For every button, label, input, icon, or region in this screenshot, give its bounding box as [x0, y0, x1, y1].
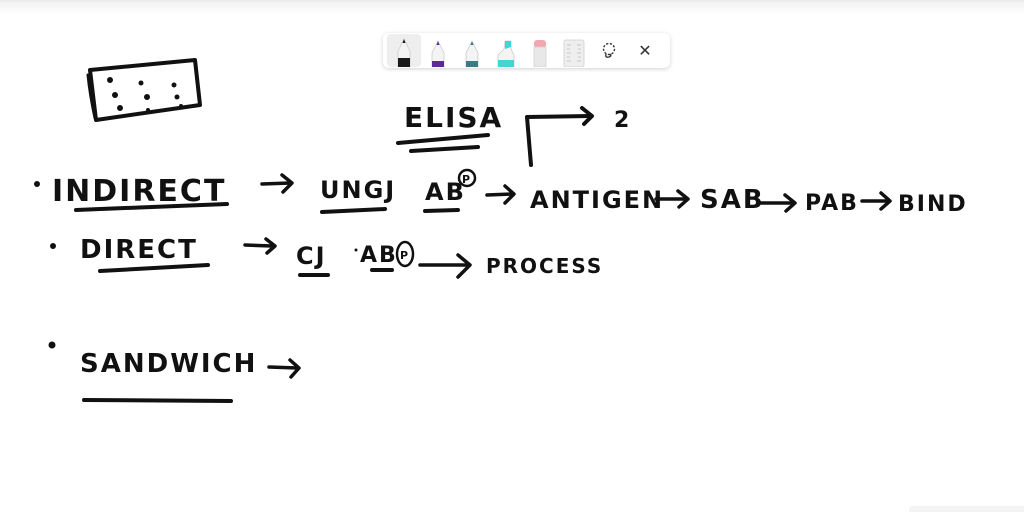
highlighter-tool[interactable] [489, 34, 523, 67]
row-sandwich: SANDWICH [48, 341, 301, 403]
pen-icon [397, 38, 411, 67]
ink-toolbar: ✕ [383, 33, 670, 68]
teal-pen-tool[interactable] [455, 34, 489, 67]
microplate-sketch [86, 58, 202, 122]
svg-text:ANTIGEN: ANTIGEN [530, 186, 664, 214]
lasso-select-button[interactable] [591, 34, 627, 67]
svg-text:INDIRECT: INDIRECT [52, 174, 226, 209]
bullet-icon [34, 181, 40, 187]
bottom-edge-tab [909, 506, 1024, 512]
svg-text:P: P [462, 173, 472, 186]
close-icon: ✕ [638, 42, 652, 60]
svg-text:CJ: CJ [296, 242, 327, 270]
svg-text:PROCESS: PROCESS [486, 254, 603, 278]
pen-icon [465, 40, 479, 67]
branch-arrow: 2 [525, 106, 631, 167]
ruler-icon [563, 39, 585, 67]
eraser-tool[interactable] [523, 34, 557, 67]
svg-text:AB: AB [360, 243, 398, 268]
svg-text:ELISA: ELISA [404, 101, 503, 134]
svg-text:PAB: PAB [805, 191, 859, 216]
svg-text:SANDWICH: SANDWICH [80, 349, 257, 379]
svg-text:P: P [400, 249, 410, 262]
black-pen-tool[interactable] [387, 34, 421, 67]
svg-text:2: 2 [614, 108, 631, 133]
window-top-shadow [0, 4, 1024, 14]
bullet-icon [50, 243, 56, 249]
eraser-icon [533, 40, 547, 67]
highlighter-icon [497, 40, 515, 67]
bullet-icon [48, 341, 56, 349]
svg-text:AB: AB [425, 178, 466, 206]
row-direct: DIRECT CJ AB P PROCESS [50, 235, 603, 279]
svg-text:BIND: BIND [898, 192, 968, 217]
ruler-tool[interactable] [557, 34, 591, 67]
close-toolbar-button[interactable]: ✕ [627, 34, 663, 67]
row-indirect: INDIRECT UNGJ AB P ANTIGEN SAB PAB BIND [34, 168, 968, 217]
svg-text:DIRECT: DIRECT [80, 235, 198, 265]
page-title: ELISA [396, 101, 503, 153]
window-top-edge [0, 0, 1024, 4]
lasso-select-icon [602, 42, 616, 58]
purple-pen-tool[interactable] [421, 34, 455, 67]
svg-text:SAB: SAB [700, 185, 765, 215]
svg-text:UNGJ: UNGJ [320, 176, 396, 204]
pen-icon [431, 40, 445, 67]
